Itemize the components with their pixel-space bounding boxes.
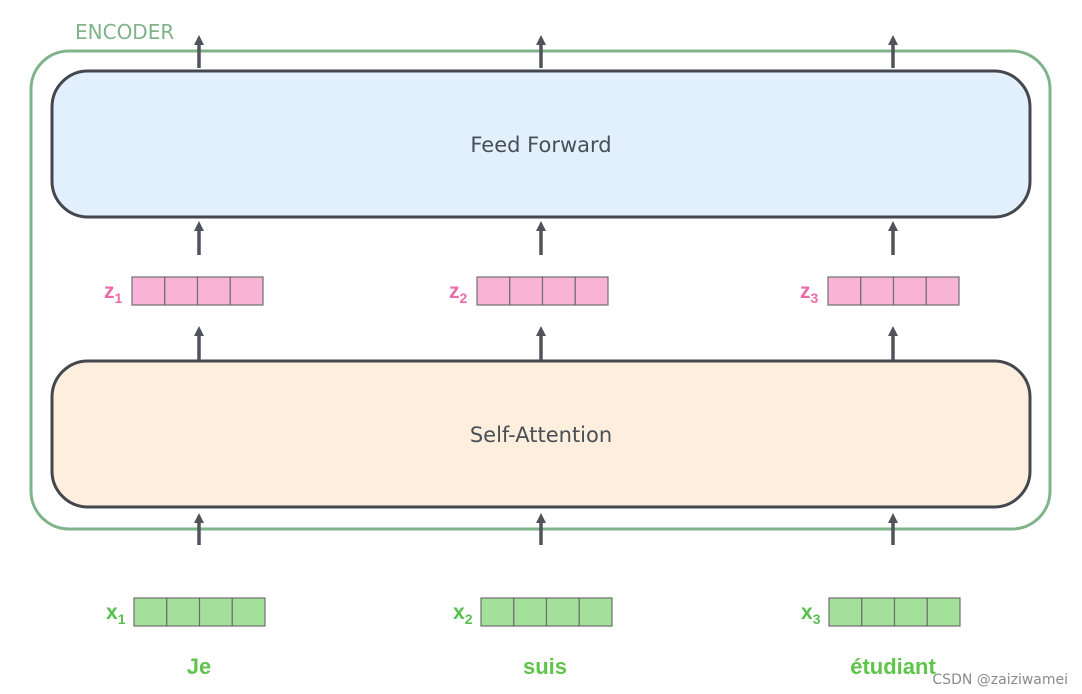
vector-cell [578,597,613,627]
vector-cell [925,276,960,306]
input-word: Je [187,654,211,679]
x-vector-2-label: x2 [453,601,473,627]
vector-cell [827,276,862,306]
input-word: étudiant [850,654,936,679]
vector-cell [131,276,166,306]
vector-cell [892,276,927,306]
vector-cell [860,276,895,306]
z-vector-1-label: z1 [104,280,123,306]
x-vector-3-label: x3 [801,601,821,627]
self-attention-box [50,359,1032,509]
x-vector-3: x3 [801,597,961,627]
vector-cell [164,276,199,306]
vector-cell [229,276,264,306]
vector-cell [574,276,609,306]
z-vector-1: z1 [104,276,264,306]
input-words: Je suis étudiant [187,654,937,679]
vector-cell [476,276,511,306]
x-vector-2: x2 [453,597,613,627]
vector-cell [893,597,928,627]
vector-cell [509,276,544,306]
x-vector-1-label: x1 [106,601,126,627]
encoder-label: ENCODER [75,20,174,44]
x-vectors: x1 x2 x3 [106,597,961,627]
vector-cell [861,597,896,627]
vector-cell [196,276,231,306]
vector-cell [541,276,576,306]
feed-forward-box [50,69,1032,219]
z-vector-2-label: z2 [449,280,468,306]
feed-forward-label: Feed Forward [470,133,611,157]
x-vector-1: x1 [106,597,266,627]
self-attention-label: Self-Attention [470,423,612,447]
vector-cell [133,597,168,627]
vector-cell [513,597,548,627]
z-vector-3: z3 [800,276,960,306]
watermark: CSDN @zaiziwamei [932,672,1068,688]
input-word: suis [523,654,567,679]
z-vector-2: z2 [449,276,609,306]
vector-cell [480,597,515,627]
vector-cell [198,597,233,627]
vector-cell [166,597,201,627]
vector-cell [828,597,863,627]
flow-arrows [194,35,898,545]
z-vector-3-label: z3 [800,280,819,306]
vector-cell [926,597,961,627]
vector-cell [231,597,266,627]
vector-cell [545,597,580,627]
z-vectors: z1 z2 z3 [104,276,960,306]
